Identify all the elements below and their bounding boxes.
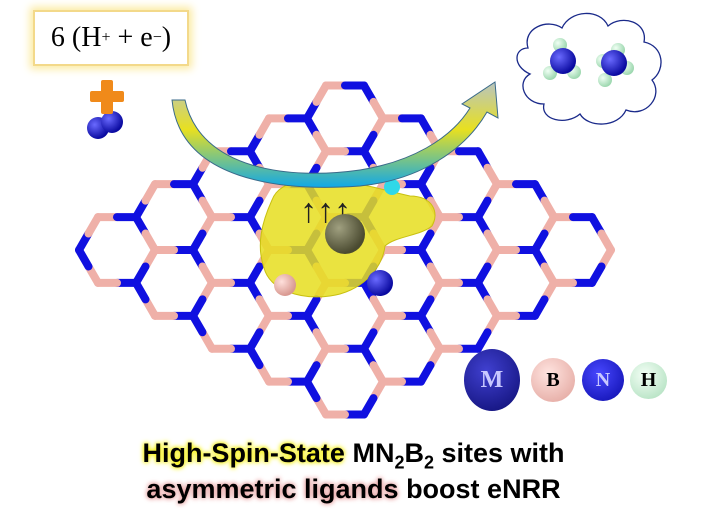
boron-ligand-atom <box>274 274 296 296</box>
legend-nitrogen: N <box>582 359 624 401</box>
caption-text: sites with <box>441 438 565 468</box>
formula-part: MN <box>352 438 395 468</box>
bond <box>189 311 207 337</box>
nitrogen-ligand-atom <box>367 270 393 296</box>
proton-symbol: H <box>81 22 102 53</box>
proton-charge: + <box>101 29 111 46</box>
formula-subscript: 2 <box>394 452 405 473</box>
bond <box>132 278 150 304</box>
electron-charge: − <box>152 29 162 46</box>
electron-symbol: e <box>140 22 153 53</box>
bond <box>303 377 321 403</box>
legend-metal: M <box>464 349 520 411</box>
legend-label: B <box>546 368 560 391</box>
nh3-molecule-icon <box>596 43 634 87</box>
plus-icon <box>90 80 124 114</box>
nh3-molecule-icon <box>543 38 581 80</box>
bond <box>246 344 264 370</box>
formula-part: B <box>404 438 424 468</box>
caption-line-1: High-Spin-State MN2B2 sites with <box>0 436 707 479</box>
bond <box>597 229 615 254</box>
reaction-arrow <box>171 81 499 188</box>
legend-label: H <box>640 369 657 391</box>
legend-boron: B <box>531 358 575 402</box>
caption-text: boost eNRR <box>406 474 561 504</box>
legend-hydrogen: H <box>630 362 667 399</box>
highlight-high-spin: High-Spin-State <box>142 438 345 468</box>
legend-label: M <box>480 366 504 393</box>
metal-atom <box>325 214 365 254</box>
n2-molecule-icon <box>87 111 123 139</box>
adsorbate-atom <box>384 179 400 195</box>
caption-line-2: asymmetric ligands boost eNRR <box>0 472 707 506</box>
coefficient: 6 <box>50 22 65 53</box>
legend-label: N <box>595 368 611 391</box>
product-cloud <box>516 12 662 125</box>
formula-subscript: 2 <box>423 452 434 473</box>
plus-symbol: + <box>117 22 134 53</box>
highlight-asymmetric: asymmetric ligands <box>146 474 399 504</box>
reaction-equation-box: 6 (H+ + e−) <box>33 10 189 66</box>
